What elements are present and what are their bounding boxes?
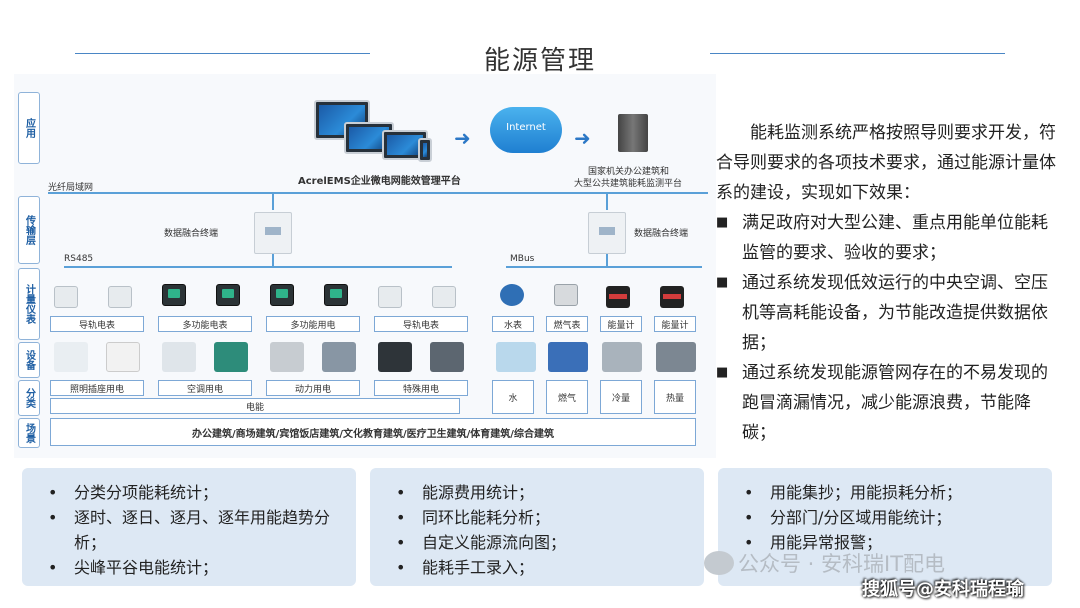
benefits-text: 能耗监测系统严格按照导则要求开发，符合导则要求的各项技术要求，通过能源计量体系的… [716, 118, 1064, 448]
platform-laptop-icon [344, 122, 394, 154]
utility-label: 燃气 [546, 380, 588, 414]
wechat-icon [704, 551, 734, 575]
layer-application: 应用 [18, 92, 40, 164]
platform-label: AcrelEMS企业微电网能效管理平台 [298, 176, 461, 187]
gas-meter-icon [554, 284, 578, 306]
feature-item: 分部门/分区域用能统计； [744, 505, 1052, 530]
air-conditioner-icon [162, 342, 196, 372]
category-label: 动力用电 [266, 380, 360, 396]
meter-label: 导轨电表 [50, 316, 144, 332]
layer-scene: 场景 [18, 418, 40, 448]
meter-label: 能量计 [600, 316, 642, 332]
server-rack-icon [378, 342, 412, 372]
utility-label: 水 [492, 380, 534, 414]
meter-label: 多功能用电 [266, 316, 360, 332]
feature-item: 用能异常报警； [744, 530, 1052, 555]
electric-label: 电能 [50, 398, 460, 414]
cabinet-icon [270, 342, 304, 372]
connector-line [272, 254, 274, 266]
energy-meter-icon [660, 286, 684, 308]
motor-icon [322, 342, 356, 372]
feature-item: 尖峰平谷电能统计； [48, 555, 356, 580]
feature-item: 自定义能源流向图； [396, 530, 704, 555]
feature-item: 同环比能耗分析； [396, 505, 704, 530]
server-icon [618, 114, 648, 152]
arrow-right-icon: ➜ [454, 126, 471, 150]
gas-flame-icon [548, 342, 588, 372]
rail-meter-icon [108, 286, 132, 308]
industrial-icon [430, 342, 464, 372]
pump-icon [214, 342, 248, 372]
connector-line [606, 254, 608, 266]
rail-meter-icon [432, 286, 456, 308]
arrow-right-icon: ➜ [574, 126, 591, 150]
page-title: 能源管理 [483, 46, 596, 76]
watermark-text: 公众号 · 安科瑞IT配电 [738, 552, 946, 576]
energy-meter-icon [606, 286, 630, 308]
feature-panel-3: 用能集抄；用能损耗分析； 分部门/分区域用能统计； 用能异常报警； [718, 468, 1052, 586]
feature-panel-2: 能源费用统计； 同环比能耗分析； 自定义能源流向图； 能耗手工录入； [370, 468, 704, 586]
lamp-icon [54, 342, 88, 372]
platform-monitor-icon [314, 100, 370, 140]
data-terminal-right-icon [588, 212, 626, 254]
benefit-item: 通过系统发现能源管网存在的不易发现的跑冒滴漏情况，减少能源浪费，节能降碳； [716, 358, 1064, 448]
layer-transport: 传输层 [18, 196, 40, 264]
multifunction-meter-icon [162, 284, 186, 306]
utility-label: 热量 [654, 380, 696, 414]
scene-label: 办公建筑/商场建筑/宾馆饭店建筑/文化教育建筑/医疗卫生建筑/体育建筑/综合建筑 [50, 418, 696, 446]
multifunction-meter-icon [324, 284, 348, 306]
water-icon [496, 342, 536, 372]
multifunction-meter-icon [270, 284, 294, 306]
feature-item: 逐时、逐日、逐月、逐年用能趋势分析； [48, 505, 356, 555]
socket-icon [106, 342, 140, 372]
layer-category: 分类 [18, 380, 40, 416]
feature-item: 用能集抄；用能损耗分析； [744, 480, 1052, 505]
platform-phone-icon [418, 138, 432, 162]
feature-item: 能源费用统计； [396, 480, 704, 505]
category-label: 空调用电 [158, 380, 252, 396]
bus-mbus-label: MBus [510, 254, 535, 264]
meter-label: 导轨电表 [374, 316, 468, 332]
feature-panel-1: 分类分项能耗统计； 逐时、逐日、逐月、逐年用能趋势分析； 尖峰平谷电能统计； [22, 468, 356, 586]
rail-meter-icon [54, 286, 78, 308]
meter-label: 燃气表 [546, 316, 588, 332]
bus-line-right [506, 266, 702, 268]
connector-line [272, 192, 274, 210]
feature-item: 分类分项能耗统计； [48, 480, 356, 505]
architecture-diagram: 应用 传输层 计量仪表 设备 分类 场景 AcrelEMS企业微电网能效管理平台… [14, 74, 716, 458]
category-label: 特殊用电 [374, 380, 468, 396]
boiler-icon [656, 342, 696, 372]
meter-label: 水表 [492, 316, 534, 332]
gov-platform-label-1: 国家机关办公建筑和 [588, 167, 670, 177]
meter-label: 能量计 [654, 316, 696, 332]
internet-label: Internet [506, 122, 546, 133]
terminal-right-label: 数据融合终端 [634, 229, 689, 239]
bus-line-left [64, 266, 452, 268]
title-rule-left [75, 53, 370, 54]
title-rule-right [710, 53, 1005, 54]
data-terminal-left-icon [254, 212, 292, 254]
benefit-item: 满足政府对大型公建、重点用能单位能耗监管的要求、验收的要求； [716, 208, 1064, 268]
network-label: 光纤局域网 [48, 183, 94, 193]
benefit-item: 通过系统发现低效运行的中央空调、空压机等高耗能设备，为节能改造提供数据依据； [716, 268, 1064, 358]
category-label: 照明插座用电 [50, 380, 144, 396]
utility-label: 冷量 [600, 380, 642, 414]
feature-item: 能耗手工录入； [396, 555, 704, 580]
network-line [48, 192, 708, 194]
gov-platform-label-2: 大型公共建筑能耗监测平台 [574, 179, 683, 189]
water-meter-icon [500, 284, 524, 306]
bus-rs485-label: RS485 [64, 254, 94, 264]
chiller-icon [602, 342, 642, 372]
benefits-intro: 能耗监测系统严格按照导则要求开发，符合导则要求的各项技术要求，通过能源计量体系的… [716, 123, 1056, 203]
source-watermark: 搜狐号@安科瑞程瑜 [862, 579, 1024, 600]
rail-meter-icon [378, 286, 402, 308]
watermark: 公众号 · 安科瑞IT配电 [702, 548, 945, 578]
layer-metering: 计量仪表 [18, 268, 40, 340]
internet-cloud-icon: Internet [490, 107, 562, 153]
layer-device: 设备 [18, 342, 40, 378]
terminal-left-label: 数据融合终端 [164, 229, 219, 239]
multifunction-meter-icon [216, 284, 240, 306]
connector-line [606, 192, 608, 210]
meter-label: 多功能电表 [158, 316, 252, 332]
